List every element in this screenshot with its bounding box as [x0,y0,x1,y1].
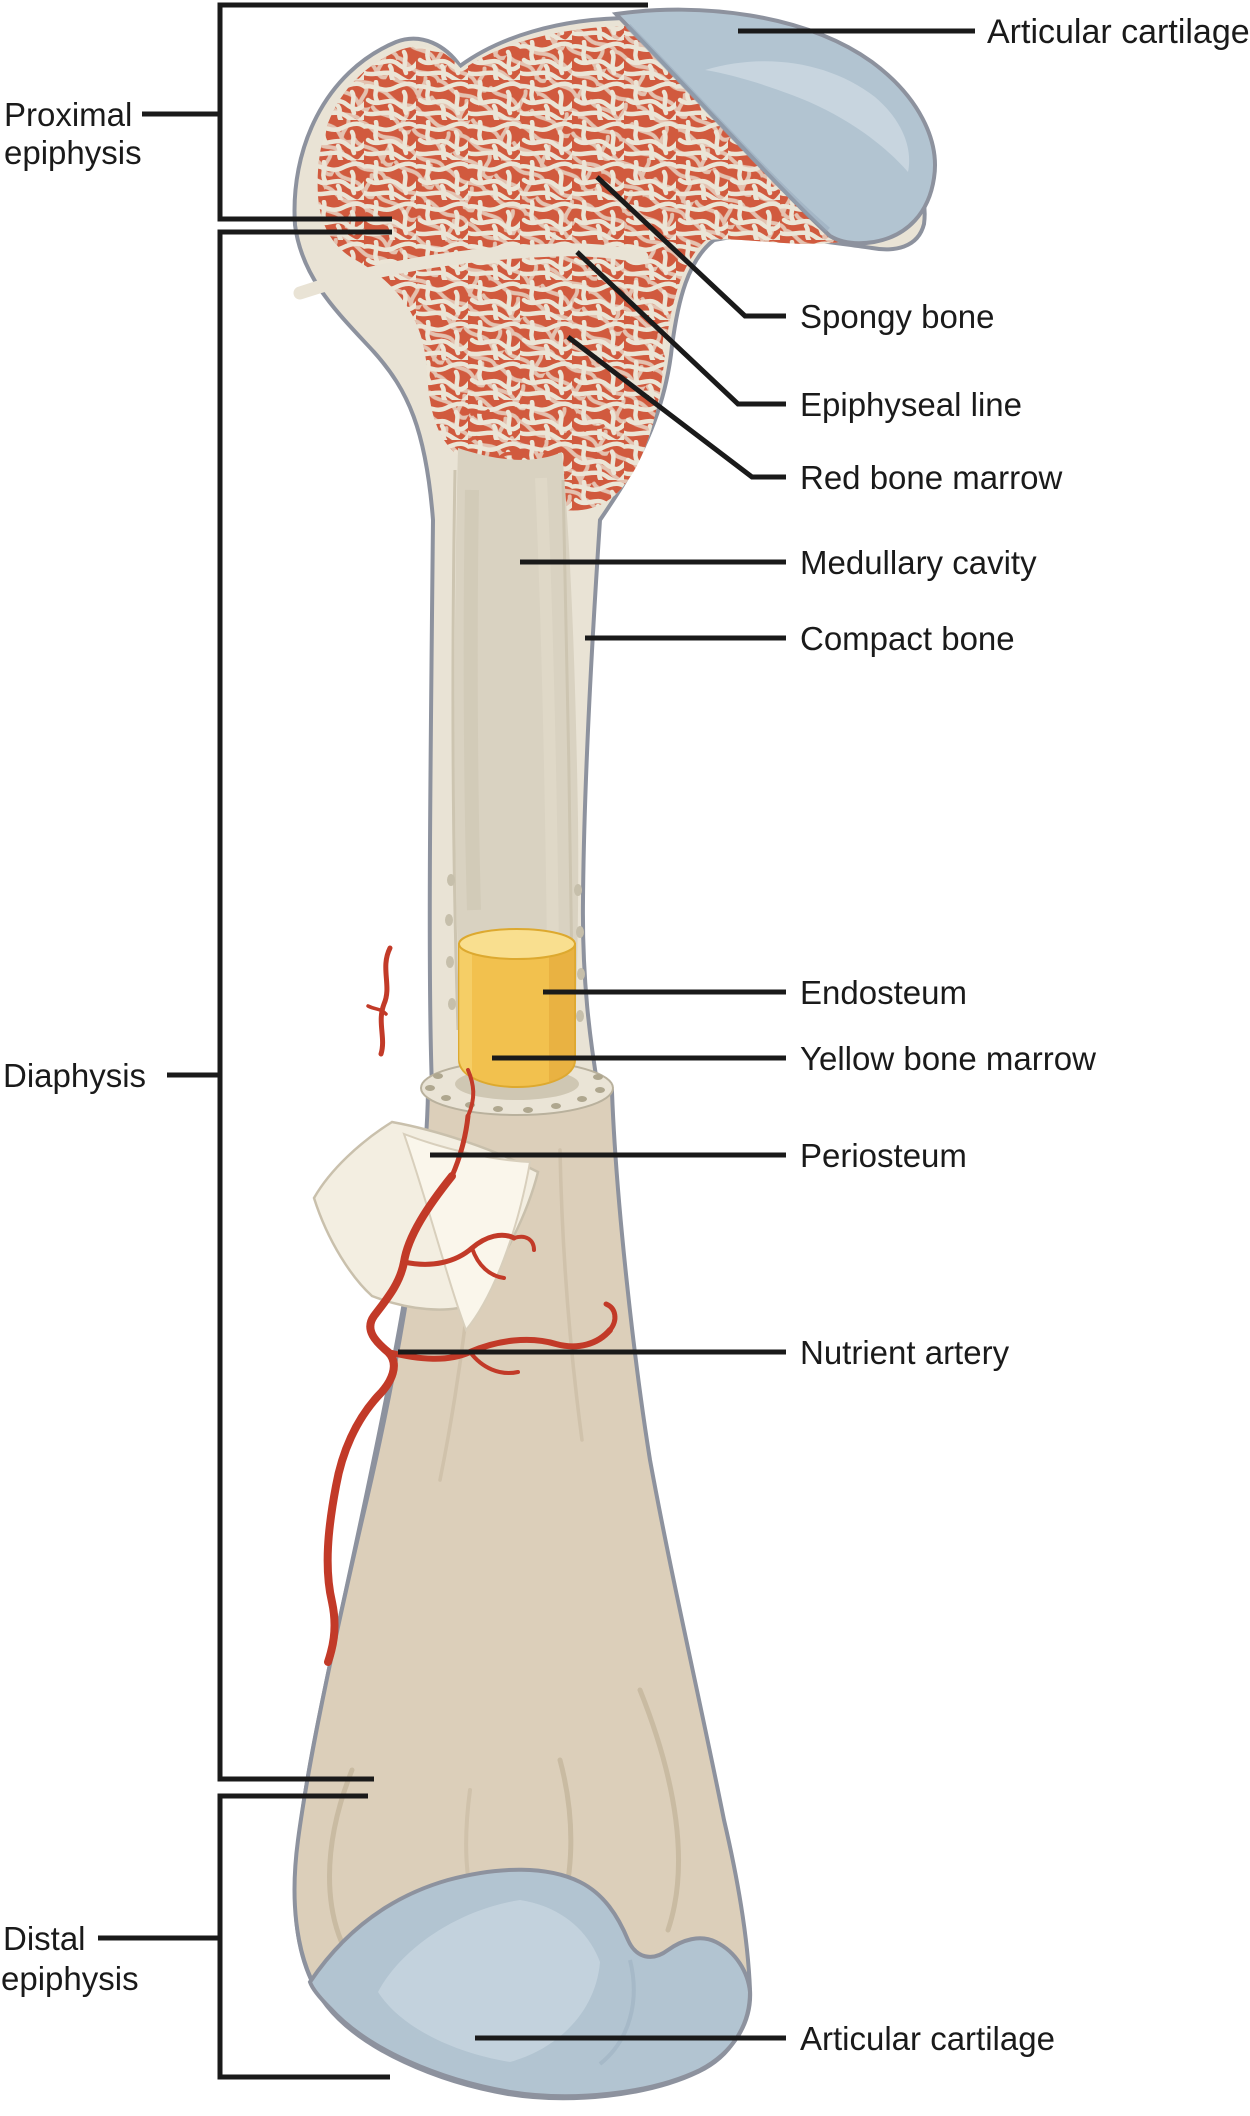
bracket-diaphysis [217,229,392,1782]
label-distal-epiphysis-line2: epiphysis [1,1960,139,1997]
nutrient-artery-vessel [323,945,618,1666]
label-articular-cartilage-bottom: Articular cartilage [800,2020,1055,2057]
label-periosteum: Periosteum [800,1137,967,1174]
endosteum-lining [451,469,460,1031]
label-yellow-bone-marrow: Yellow bone marrow [800,1040,1096,1077]
leader-spongy-bone [595,175,786,319]
label-red-bone-marrow: Red bone marrow [800,459,1062,496]
yellow-marrow-cylinder [458,928,576,1089]
label-spongy-bone: Spongy bone [800,298,995,335]
label-endosteum: Endosteum [800,974,967,1011]
label-proximal-epiphysis-line2: epiphysis [4,134,142,171]
label-diaphysis: Diaphysis [3,1057,146,1094]
label-epiphyseal-line: Epiphyseal line [800,386,1022,423]
label-medullary-cavity: Medullary cavity [800,544,1037,581]
labels: Proximal epiphysis Diaphysis Distal epip… [1,13,1250,2057]
label-proximal-epiphysis-line1: Proximal [4,96,132,133]
label-nutrient-artery: Nutrient artery [800,1334,1010,1371]
label-articular-cartilage-top: Articular cartilage [987,13,1250,51]
articular-cartilage-top-shape [611,7,937,246]
label-compact-bone: Compact bone [800,620,1015,657]
leader-red-bone-marrow [566,335,786,480]
medullary-cavity-region [445,448,585,1067]
leader-lines [398,28,975,2041]
leader-epiphyseal-line [575,250,786,407]
label-distal-epiphysis-line1: Distal [3,1920,86,1957]
epiphyseal-line-band [293,243,649,300]
region-brackets [98,2,648,2080]
